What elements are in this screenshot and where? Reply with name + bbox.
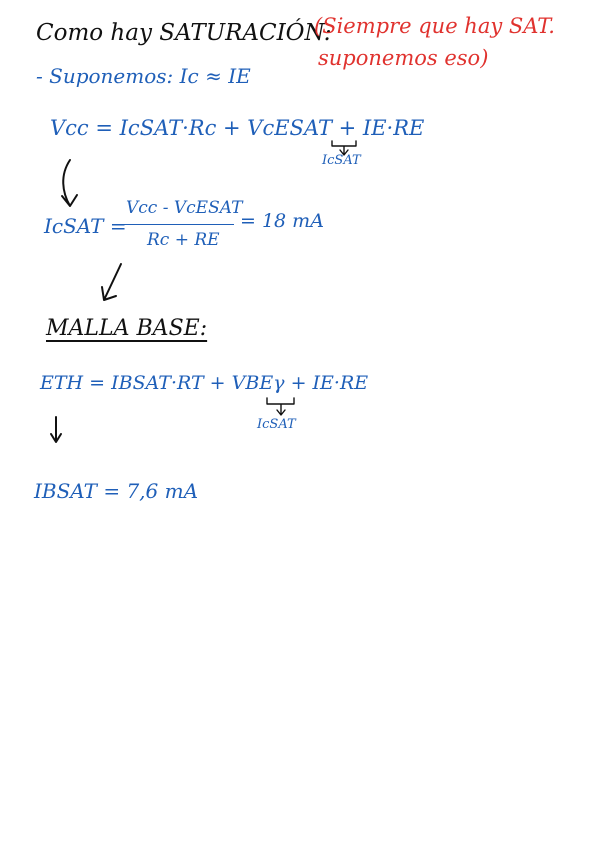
assumption-line: - Suponemos: Ic ≈ IE: [36, 64, 251, 88]
collector-substitution-label: IcSAT: [322, 153, 361, 168]
base-substitution-bracket-icon: [266, 397, 295, 416]
page-title: Como hay SATURACIÓN:: [36, 20, 332, 46]
base-mesh-heading: MALLA BASE:: [46, 316, 208, 341]
side-note-line-1: (Siempre que hay SAT.: [314, 14, 555, 38]
short-down-arrow-icon: [50, 416, 62, 443]
collector-current-result: = 18 mA: [240, 210, 324, 232]
fraction-bar: [122, 224, 234, 225]
base-current-result: IBSAT = 7,6 mA: [34, 479, 199, 503]
curved-down-arrow-icon: [61, 159, 78, 207]
collector-substitution-bracket-icon: [331, 140, 357, 156]
collector-current-label: IcSAT =: [44, 214, 127, 238]
fraction-denominator: Rc + RE: [147, 230, 220, 250]
diagonal-down-arrow-icon: [101, 263, 122, 301]
side-note-line-2: suponemos eso): [318, 46, 489, 70]
fraction-numerator: Vcc - VcESAT: [126, 198, 243, 218]
collector-mesh-equation: Vcc = IcSAT·Rc + VcESAT + IE·RE: [50, 116, 425, 140]
base-mesh-equation: ETH = IBSAT·RT + VBEγ + IE·RE: [40, 372, 369, 394]
base-substitution-label: IcSAT: [257, 417, 296, 432]
